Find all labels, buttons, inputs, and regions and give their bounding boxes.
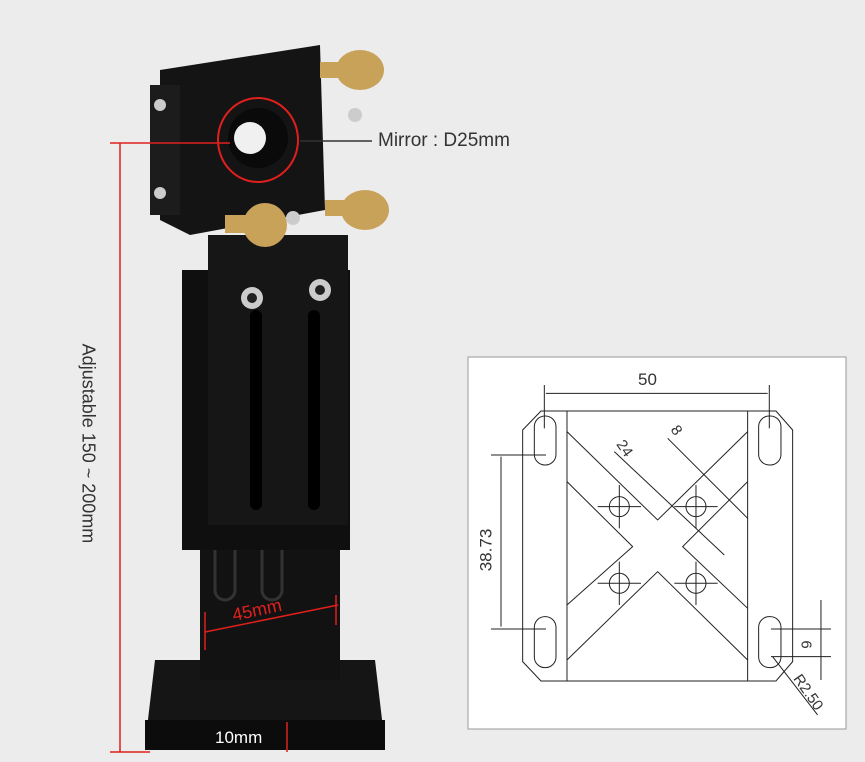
- mirror-label: Mirror : D25mm: [378, 130, 510, 151]
- drawing-panel: [467, 356, 847, 730]
- dim-50: 50: [638, 370, 657, 389]
- adjustable-height-label: Adjustable 150 ~ 200mm: [78, 343, 99, 544]
- brass-knobs: [225, 50, 389, 247]
- dim-6: 6: [797, 640, 815, 649]
- mirror: [234, 122, 266, 154]
- mount-plate-drawing: [490, 384, 831, 716]
- dim-38-73: 38.73: [476, 528, 496, 572]
- dimension-lines: [110, 97, 372, 753]
- base-thickness-label: 10mm: [215, 728, 263, 747]
